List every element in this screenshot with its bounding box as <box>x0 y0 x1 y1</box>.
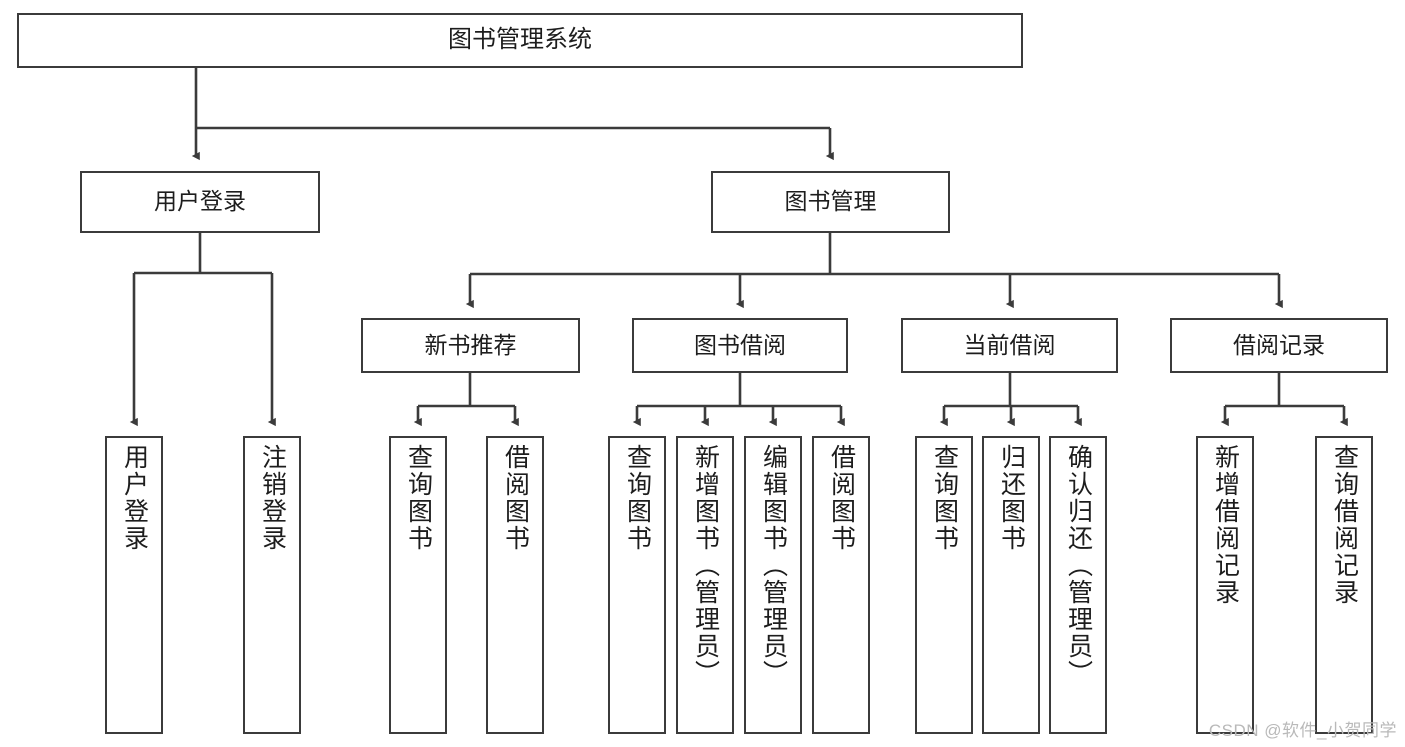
node-leaf-add-book-admin[interactable]: 新增图书（管理员） <box>676 436 734 734</box>
node-borrow-record-label: 借阅记录 <box>1233 331 1325 358</box>
node-leaf-query-book-new[interactable]: 查询图书 <box>389 436 447 734</box>
node-book-borrow-label: 图书借阅 <box>694 331 786 358</box>
node-leaf-borrow-book-label: 借阅图书 <box>827 444 856 552</box>
node-current-borrow-label: 当前借阅 <box>963 331 1056 358</box>
node-root-label: 图书管理系统 <box>448 26 592 54</box>
node-leaf-borrow-book-new-label: 借阅图书 <box>501 444 530 552</box>
node-book-manage-label: 图书管理 <box>784 188 877 215</box>
node-leaf-query-borrow-record[interactable]: 查询借阅记录 <box>1315 436 1373 734</box>
node-leaf-borrow-book-new[interactable]: 借阅图书 <box>486 436 544 734</box>
node-leaf-user-login-label: 用户登录 <box>120 444 149 552</box>
csdn-watermark: CSDN @软件_小贺同学 <box>1208 721 1397 740</box>
node-leaf-confirm-return-admin[interactable]: 确认归还（管理员） <box>1049 436 1107 734</box>
node-leaf-edit-book-admin-label: 编辑图书（管理员） <box>759 444 788 687</box>
node-book-borrow[interactable]: 图书借阅 <box>632 318 848 373</box>
node-user-login-label: 用户登录 <box>154 188 246 215</box>
node-leaf-return-book[interactable]: 归还图书 <box>982 436 1040 734</box>
node-new-book-recommend-label: 新书推荐 <box>424 331 517 358</box>
node-leaf-add-borrow-record[interactable]: 新增借阅记录 <box>1196 436 1254 734</box>
node-root[interactable]: 图书管理系统 <box>17 13 1023 68</box>
node-leaf-return-book-label: 归还图书 <box>997 444 1026 552</box>
node-leaf-user-login[interactable]: 用户登录 <box>105 436 163 734</box>
node-leaf-edit-book-admin[interactable]: 编辑图书（管理员） <box>744 436 802 734</box>
node-leaf-add-borrow-record-label: 新增借阅记录 <box>1211 444 1240 606</box>
node-leaf-query-book-current[interactable]: 查询图书 <box>915 436 973 734</box>
node-leaf-query-borrow-record-label: 查询借阅记录 <box>1330 444 1359 606</box>
node-leaf-confirm-return-admin-label: 确认归还（管理员） <box>1064 444 1093 687</box>
node-user-login[interactable]: 用户登录 <box>80 171 320 233</box>
node-leaf-add-book-admin-label: 新增图书（管理员） <box>691 444 720 687</box>
node-leaf-logout[interactable]: 注销登录 <box>243 436 301 734</box>
node-borrow-record[interactable]: 借阅记录 <box>1170 318 1388 373</box>
node-leaf-borrow-book[interactable]: 借阅图书 <box>812 436 870 734</box>
node-leaf-logout-label: 注销登录 <box>258 444 287 552</box>
node-new-book-recommend[interactable]: 新书推荐 <box>361 318 580 373</box>
node-book-manage[interactable]: 图书管理 <box>711 171 950 233</box>
node-current-borrow[interactable]: 当前借阅 <box>901 318 1118 373</box>
node-leaf-query-book-borrow[interactable]: 查询图书 <box>608 436 666 734</box>
node-leaf-query-book-borrow-label: 查询图书 <box>623 444 652 552</box>
node-leaf-query-book-new-label: 查询图书 <box>404 444 433 552</box>
node-leaf-query-book-current-label: 查询图书 <box>930 444 959 552</box>
